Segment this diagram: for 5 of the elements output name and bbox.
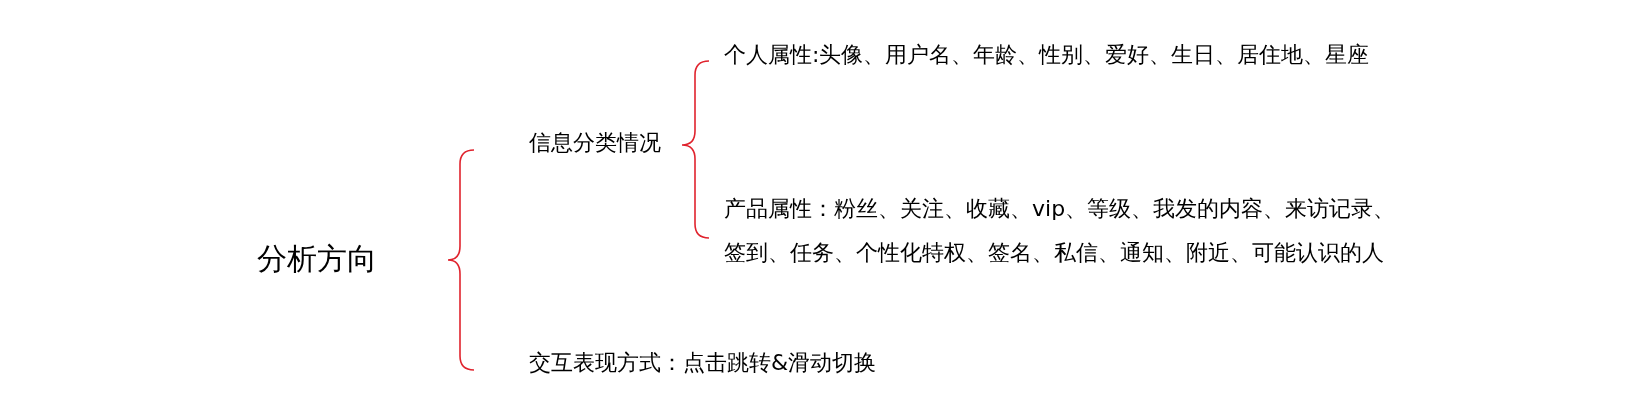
category-label: 交互表现方式：点击跳转&滑动切换 <box>529 349 877 377</box>
category-label: 信息分类情况 <box>529 129 661 157</box>
root-topic-label: 分析方向 <box>257 240 377 278</box>
attribute-list-text: 产品属性：粉丝、关注、收藏、vip、等级、我发的内容、来访记录、签到、任务、个性化特权、签名、私信、通知、附近、可能认识的人 <box>724 195 1397 267</box>
attribute-list-text: 个人属性:头像、用户名、年龄、性别、爱好、生日、居住地、星座 <box>724 41 1370 69</box>
